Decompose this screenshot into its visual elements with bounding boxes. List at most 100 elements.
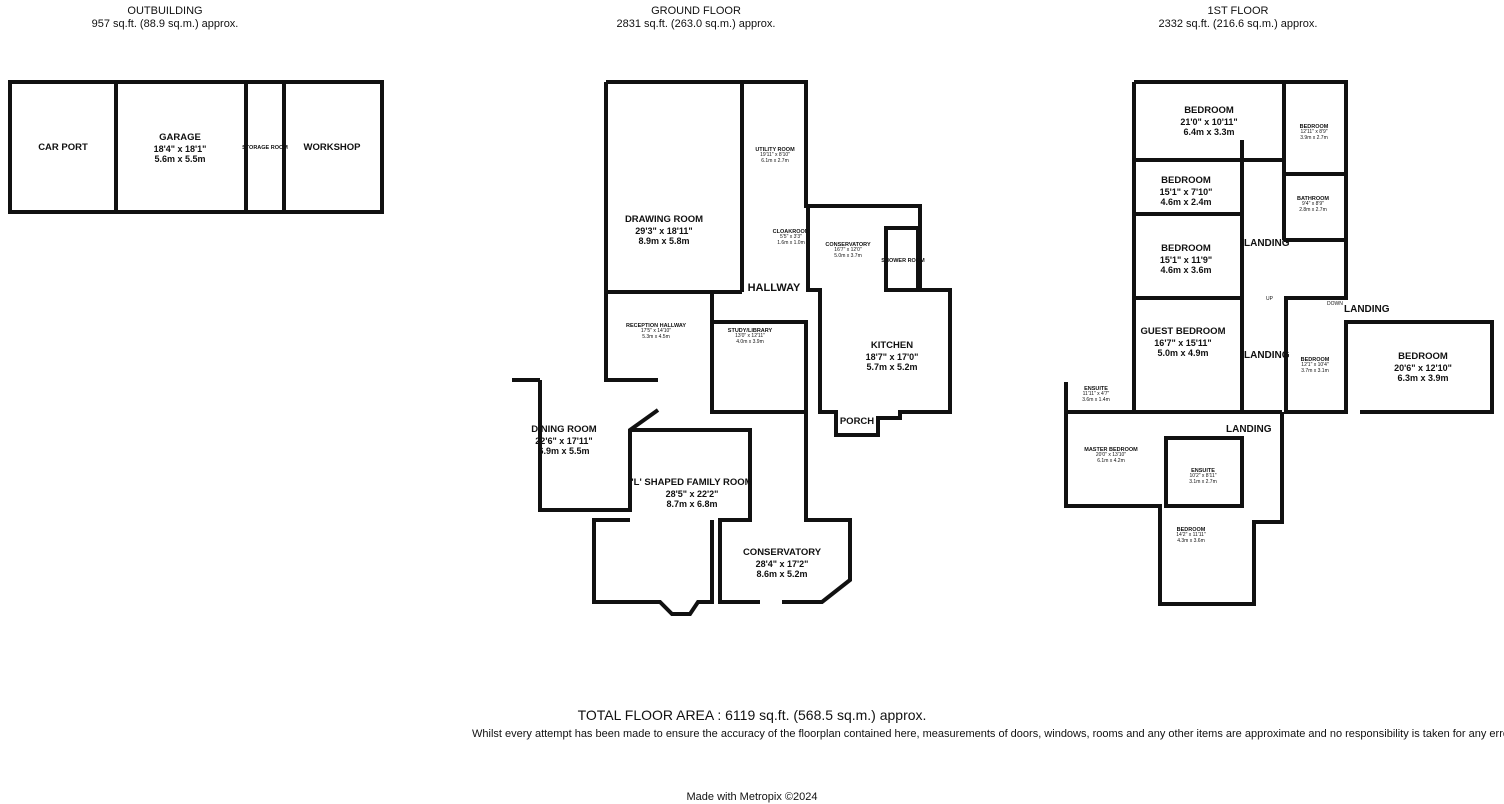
room-dimensions: 8.7m x 6.8m	[666, 499, 718, 510]
room-name: BEDROOM	[1161, 175, 1211, 186]
room-name: BEDROOM	[1398, 351, 1448, 362]
first-floor-walls	[1064, 80, 1494, 606]
room-dimensions: 20'0" x 13'10"	[1095, 452, 1127, 459]
room-dimensions: 16'7" x 12'0"	[834, 247, 862, 254]
room-name: PORCH	[839, 416, 875, 427]
room-dimensions: 17'5" x 14'10"	[640, 328, 672, 335]
room-label-workshop: WORKSHOP	[303, 142, 361, 154]
room-dimensions: 4.6m x 3.6m	[1160, 265, 1212, 276]
room-label-porch: PORCH	[839, 416, 875, 428]
room-name: RECEPTION HALLWAY	[626, 323, 686, 329]
room-dimensions: 18'4" x 18'1"	[153, 143, 207, 154]
credit: Made with Metropix ©2024	[686, 791, 818, 803]
room-name: DINING ROOM	[531, 424, 597, 435]
room-dimensions: 16'7" x 15'11"	[1154, 337, 1212, 348]
room-dimensions: 6.1m x 4.2m	[1097, 458, 1125, 465]
room-dimensions: 6.9m x 5.5m	[538, 446, 590, 457]
room-name: BEDROOM	[1300, 357, 1330, 363]
floor-name: 1ST FLOOR	[1207, 5, 1269, 17]
room-name: STUDY/LIBRARY	[727, 328, 773, 334]
landing-label: LANDING	[1244, 238, 1290, 249]
room-dimensions: 5.0m x 3.7m	[834, 253, 862, 260]
floor-name: OUTBUILDING	[127, 5, 203, 17]
landing-label: LANDING	[1244, 350, 1290, 361]
room-dimensions: 28'5" x 22'2"	[665, 488, 719, 499]
room-name: GUEST BEDROOM	[1140, 326, 1226, 337]
room-dimensions: 3.7m x 3.1m	[1301, 368, 1329, 375]
room-name: DRAWING ROOM	[624, 214, 704, 225]
room-dimensions: 11'11" x 4'7"	[1082, 391, 1110, 398]
total-floor-area: TOTAL FLOOR AREA : 6119 sq.ft. (568.5 sq…	[577, 707, 927, 723]
room-name: WORKSHOP	[303, 142, 361, 153]
room-dimensions: 28'4" x 17'2"	[755, 558, 809, 569]
room-dimensions: 12'1" x 10'4"	[1301, 362, 1329, 369]
room-dimensions: 6.3m x 3.9m	[1397, 373, 1449, 384]
floor-area: 2332 sq.ft. (216.6 sq.m.) approx.	[1158, 17, 1318, 30]
room-dimensions: 2.8m x 2.7m	[1299, 207, 1327, 214]
room-name: CONSERVATORY	[825, 242, 871, 248]
stairs-up-label: UP	[1266, 296, 1273, 302]
room-dimensions: 9'4" x 8'9"	[1302, 201, 1324, 208]
floor-area: 2831 sq.ft. (263.0 sq.m.) approx.	[616, 17, 776, 30]
room-dimensions: 4.3m x 3.6m	[1177, 538, 1205, 545]
room-dimensions: 29'3" x 18'11"	[635, 225, 693, 236]
room-name: GARAGE	[159, 132, 201, 143]
room-dimensions: 5'5" x 3'3"	[780, 234, 802, 241]
room-label-shower: SHOWER ROOM	[881, 258, 924, 264]
room-dimensions: 5.7m x 5.2m	[866, 362, 918, 373]
room-dimensions: 5.0m x 4.9m	[1157, 348, 1209, 359]
room-name: CONSERVATORY	[742, 547, 822, 558]
room-dimensions: 13'0" x 12'11"	[735, 333, 765, 340]
stairs-down-label: DOWN	[1327, 301, 1343, 307]
room-label-carport: CAR PORT	[38, 142, 88, 154]
room-dimensions: 12'11" x 8'9"	[1300, 129, 1328, 136]
room-dimensions: 3.1m x 2.7m	[1189, 479, 1217, 486]
room-dimensions: 8.6m x 5.2m	[756, 569, 808, 580]
room-dimensions: 19'11" x 8'10"	[760, 152, 790, 159]
room-name: CLOAKROOM	[772, 229, 810, 235]
room-dimensions: 21'0" x 10'11"	[1180, 116, 1238, 127]
room-dimensions: 3.9m x 2.7m	[1300, 135, 1328, 142]
room-name: BEDROOM	[1299, 124, 1329, 130]
landing-label: LANDING	[1344, 304, 1390, 315]
room-name: UTILITY ROOM	[755, 147, 795, 153]
room-name: ENSUITE	[1191, 468, 1215, 474]
room-name: 'L' SHAPED FAMILY ROOM	[631, 477, 753, 488]
room-name: CAR PORT	[38, 142, 88, 153]
room-name: BATHROOM	[1297, 196, 1329, 202]
shower-room-wall	[884, 226, 920, 292]
room-label-storage: STORAGE ROOM	[242, 145, 288, 151]
room-label-hallway: HALLWAY	[748, 282, 801, 295]
room-dimensions: 14'2" x 11'11"	[1176, 532, 1206, 539]
room-dimensions: 18'7" x 17'0"	[865, 351, 919, 362]
room-name: BEDROOM	[1184, 105, 1234, 116]
room-dimensions: 3.6m x 1.4m	[1082, 397, 1110, 404]
floor-name: GROUND FLOOR	[651, 5, 741, 17]
room-dimensions: 15'1" x 7'10"	[1159, 186, 1213, 197]
room-name: HALLWAY	[747, 282, 801, 294]
room-dimensions: 6.4m x 3.3m	[1183, 127, 1235, 138]
ground-floor-walls	[512, 80, 952, 616]
room-dimensions: 1.6m x 1.0m	[777, 240, 805, 247]
room-dimensions: 4.0m x 3.9m	[736, 339, 764, 346]
landing-label: LANDING	[1226, 424, 1272, 435]
